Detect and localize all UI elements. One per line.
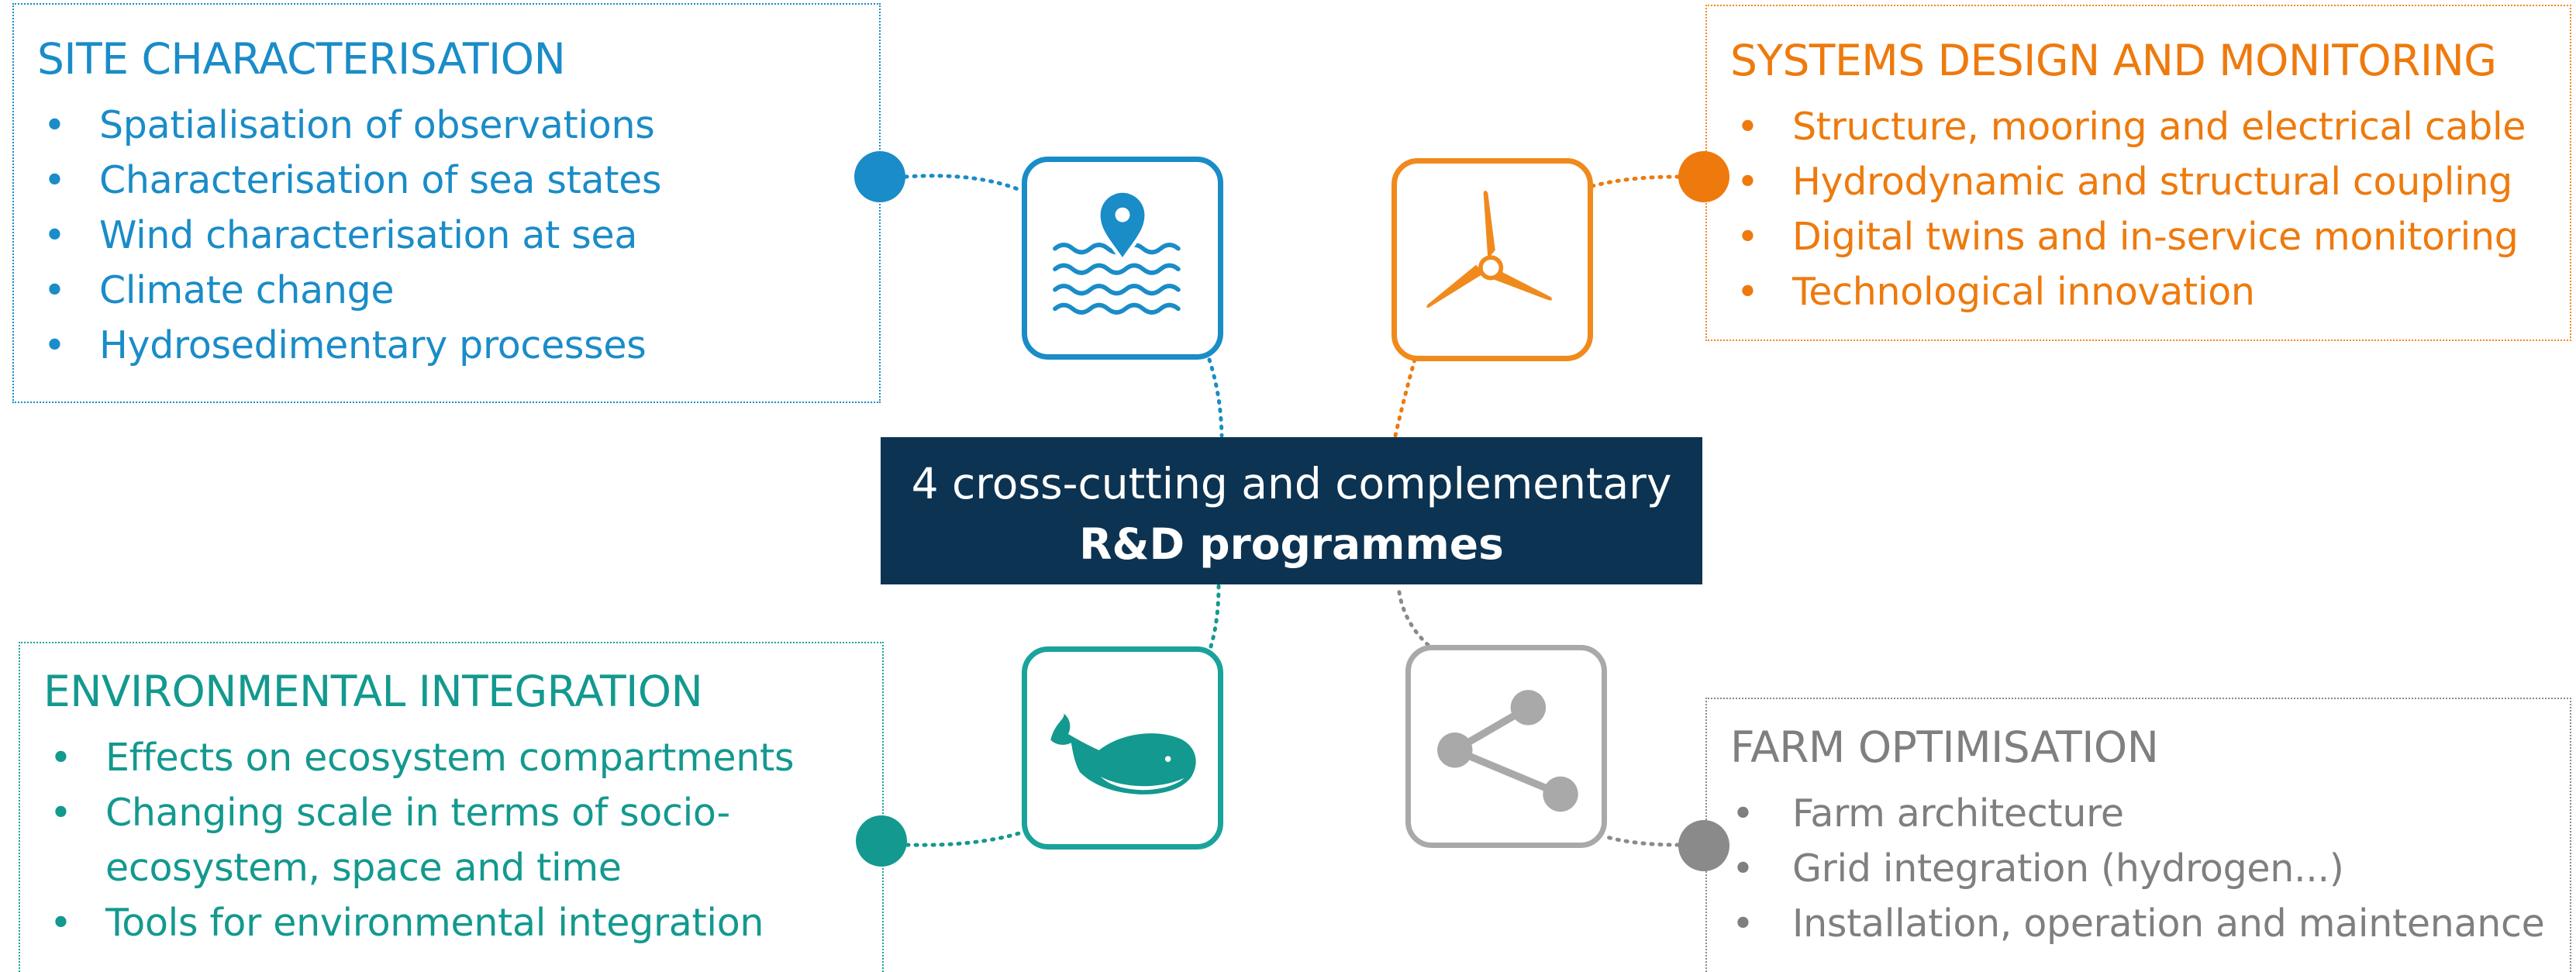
list-item-continuation: ecosystem, space and time: [105, 846, 622, 890]
list-item: Changing scale in terms of socio-: [43, 785, 794, 840]
list-item: Spatialisation of observations: [37, 98, 661, 153]
site-characterisation-list: Spatialisation of observations Character…: [37, 98, 662, 373]
farm-connector-dot: [1678, 820, 1729, 871]
systems-design-panel: SYSTEMS DESIGN AND MONITORING Structure,…: [1705, 5, 2571, 341]
connector-farm-center: [1396, 584, 1430, 647]
environment-connector-dot: [856, 815, 907, 867]
farm-optimisation-title: FARM OPTIMISATION: [1730, 722, 2159, 772]
environmental-integration-title: ENVIRONMENTAL INTEGRATION: [43, 667, 703, 716]
systems-icon-box: [1391, 158, 1593, 361]
farm-icon-box: [1405, 645, 1607, 848]
list-item: Hydrodynamic and structural coupling: [1730, 154, 2526, 209]
list-item: Climate change: [37, 263, 661, 318]
center-programmes-box: 4 cross-cutting and complementary R&D pr…: [881, 437, 1702, 584]
connector-sys-center: [1393, 357, 1417, 438]
wind-turbine-icon: [1426, 191, 1552, 308]
list-item: Hydrosedimentary processes: [37, 318, 661, 373]
list-item: Farm architecture: [1730, 786, 2544, 841]
farm-optimisation-list: Farm architecture Grid integration (hydr…: [1730, 786, 2545, 951]
share-network-icon: [1437, 690, 1578, 812]
list-item: Characterisation of sea states: [37, 153, 662, 208]
list-item: Structure, mooring and electrical cable: [1730, 99, 2526, 154]
list-item: Digital twins and in-service monitoring: [1730, 209, 2526, 264]
list-item: Effects on ecosystem compartments: [43, 730, 794, 785]
list-item: Technological innovation: [1730, 264, 2526, 319]
environmental-integration-panel: ENVIRONMENTAL INTEGRATION Effects on eco…: [19, 642, 884, 972]
site-icon-box: [1022, 157, 1223, 360]
whale-icon: [1050, 713, 1196, 794]
environmental-integration-list: Effects on ecosystem compartments Changi…: [43, 730, 794, 950]
site-characterisation-panel: SITE CHARACTERISATION Spatialisation of …: [12, 3, 881, 403]
systems-design-list: Structure, mooring and electrical cable …: [1730, 99, 2526, 319]
environment-icon-box: [1022, 646, 1223, 850]
list-item: Tools for environmental integration: [43, 895, 794, 950]
connector-farm-dot: [1605, 835, 1681, 847]
connector-sys-dot: [1590, 174, 1681, 188]
site-connector-dot: [854, 151, 905, 202]
list-item: Grid integration (hydrogen...): [1730, 841, 2544, 896]
connector-site-dot: [903, 174, 1024, 193]
center-heading-line1: 4 cross-cutting and complementary: [911, 459, 1672, 508]
farm-optimisation-panel: FARM OPTIMISATION Farm architecture Grid…: [1705, 698, 2571, 972]
site-characterisation-title: SITE CHARACTERISATION: [37, 34, 566, 84]
systems-connector-dot: [1678, 151, 1729, 202]
connector-site-center: [1207, 357, 1224, 438]
center-heading-line2: R&D programmes: [1079, 519, 1504, 569]
list-item: Wind characterisation at sea: [37, 208, 661, 263]
list-item: Installation, operation and maintenance: [1730, 896, 2545, 951]
connector-env-center: [1209, 584, 1221, 649]
systems-design-title: SYSTEMS DESIGN AND MONITORING: [1730, 36, 2497, 85]
water-location-icon: [1053, 189, 1181, 315]
connector-env-dot: [905, 830, 1024, 847]
